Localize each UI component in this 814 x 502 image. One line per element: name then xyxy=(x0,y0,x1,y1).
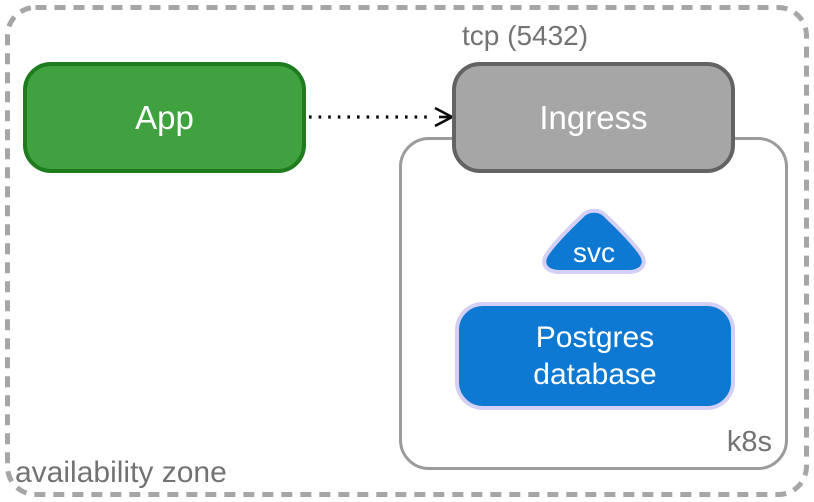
k8s-label: k8s xyxy=(726,426,772,458)
node-postgres-database: Postgres database xyxy=(455,302,735,410)
node-app: App xyxy=(23,62,306,173)
node-svc: svc xyxy=(542,208,646,274)
node-app-label: App xyxy=(135,98,194,136)
node-postgres-label-line1: Postgres xyxy=(535,321,655,354)
node-svc-label: svc xyxy=(573,237,615,268)
svc-shape xyxy=(542,208,646,274)
node-postgres-label-line2: database xyxy=(533,358,657,391)
edge-label-tcp-port: tcp (5432) xyxy=(462,20,589,51)
availability-zone-label: availability zone xyxy=(15,456,227,489)
node-ingress-label: Ingress xyxy=(539,98,648,136)
node-ingress: Ingress xyxy=(452,62,735,173)
edge-arrow-app-to-ingress xyxy=(309,106,455,128)
